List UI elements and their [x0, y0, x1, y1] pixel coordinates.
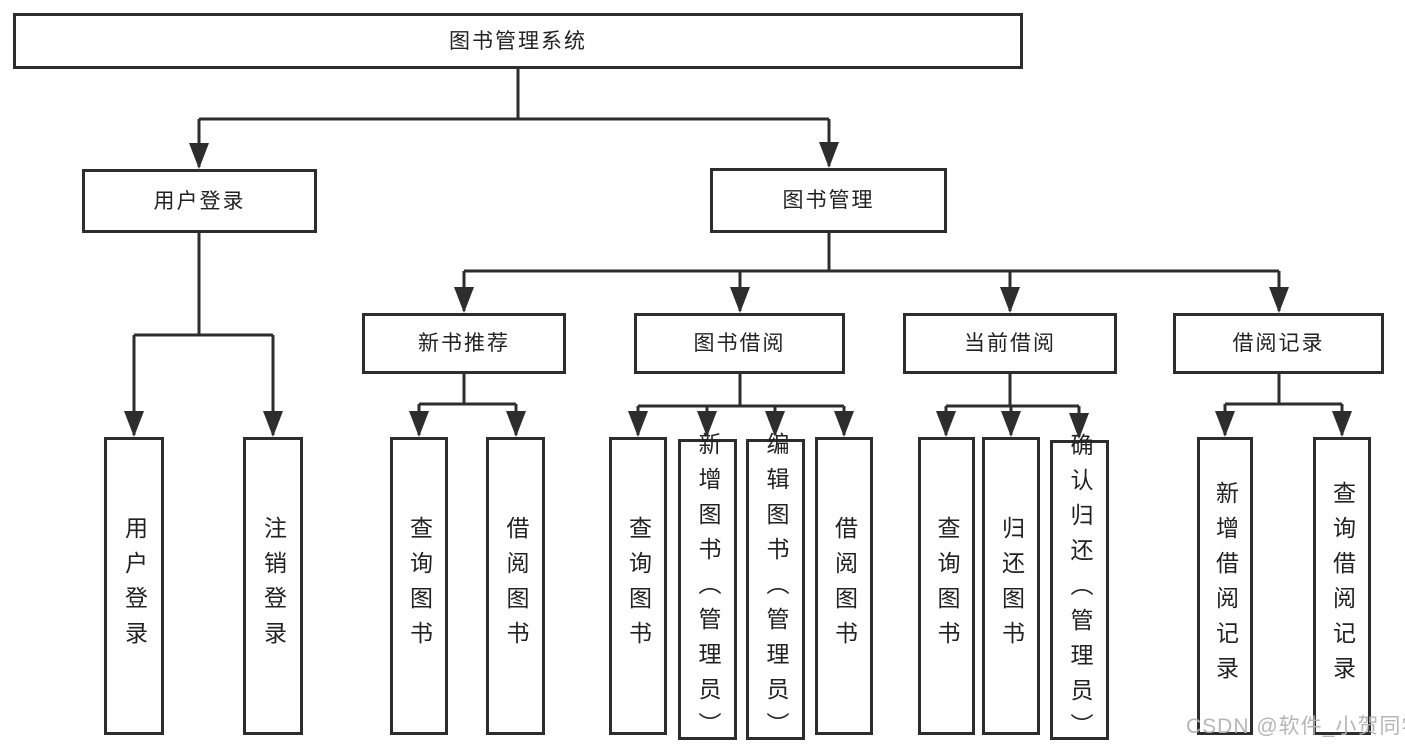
node-book-borrow: 图书借阅 — [634, 313, 845, 374]
node-root: 图书管理系统 — [13, 13, 1023, 69]
watermark: CSDN @软件_小贺同学 — [1186, 715, 1405, 738]
leaf-add-borrow-record: 新增借阅记录 — [1197, 437, 1253, 735]
node-borrow-records: 借阅记录 — [1173, 313, 1384, 374]
leaf-logout: 注销登录 — [243, 437, 303, 735]
leaf-edit-books-admin: 编辑图书（管理员） — [746, 432, 805, 747]
connector-root-to-level1 — [189, 69, 839, 169]
leaf-query-books-borrow: 查询图书 — [609, 437, 667, 735]
node-current-borrow: 当前借阅 — [903, 313, 1117, 374]
connector-borrow-records-to-leaves — [1215, 374, 1352, 437]
connector-book-borrow-to-leaves — [628, 374, 854, 437]
connector-new-book-recommend-to-leaves — [409, 374, 526, 437]
node-book-management: 图书管理 — [710, 168, 947, 233]
leaf-add-books-admin: 新增图书（管理员） — [678, 432, 737, 747]
connector-user-login-to-leaves — [124, 233, 283, 437]
leaf-confirm-return-admin: 确认归还（管理员） — [1050, 433, 1109, 747]
node-user-login: 用户登录 — [82, 169, 317, 233]
leaf-return-books: 归还图书 — [982, 437, 1040, 735]
node-new-book-recommend: 新书推荐 — [362, 313, 566, 374]
leaf-borrow-books-recommend: 借阅图书 — [486, 437, 545, 735]
connector-book-management-to-level2 — [454, 233, 1289, 313]
leaf-query-borrow-record: 查询借阅记录 — [1313, 437, 1371, 735]
connector-current-borrow-to-leaves — [936, 374, 1089, 439]
leaf-user-login: 用户登录 — [104, 437, 164, 735]
leaf-query-books-recommend: 查询图书 — [390, 437, 448, 735]
leaf-query-books-current: 查询图书 — [918, 437, 975, 735]
leaf-borrow-books: 借阅图书 — [815, 437, 873, 735]
